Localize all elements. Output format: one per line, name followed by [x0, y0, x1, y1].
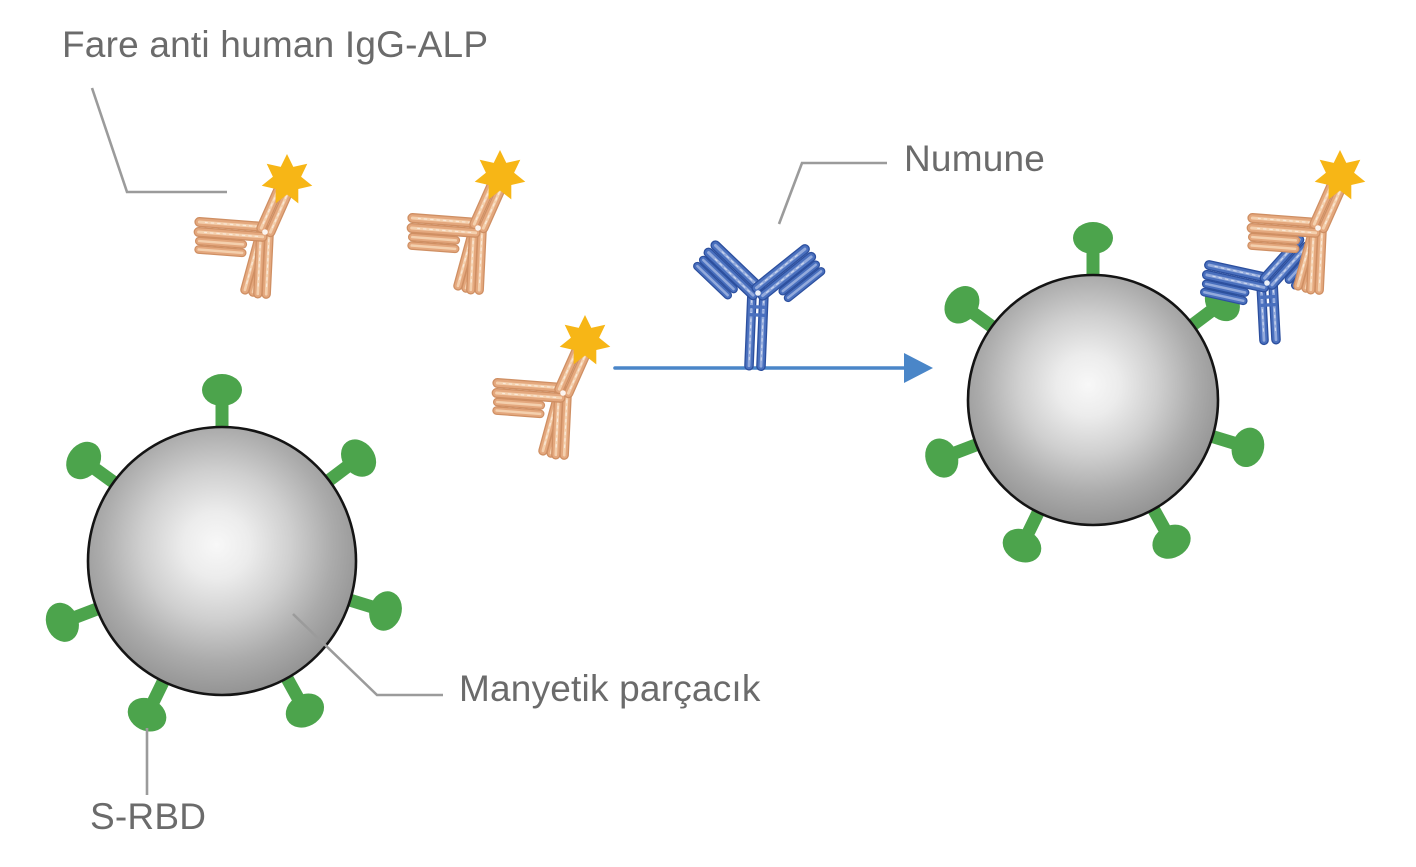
magnetic-particle-left — [45, 374, 402, 732]
reaction-arrow-icon — [613, 353, 933, 383]
magnetic-particle-icon — [966, 273, 1220, 527]
label-detection-antibody: Fare anti human IgG-ALP — [62, 24, 489, 65]
srbd-spike-icon — [276, 664, 325, 728]
leader-line-magnetic-particle — [292, 613, 443, 697]
srbd-spike-icon — [944, 286, 1005, 338]
alp-star-icon — [1314, 150, 1366, 200]
label-srbd: S-RBD — [90, 796, 207, 837]
sample-antibody-icon — [693, 240, 826, 372]
srbd-spike-icon — [316, 439, 377, 492]
label-sample: Numune — [904, 138, 1046, 179]
label-magnetic-particle: Manyetik parçacık — [459, 668, 761, 709]
alp-star-icon — [474, 150, 526, 200]
leader-line-sample — [777, 161, 887, 225]
detection-antibody-icon — [193, 154, 313, 299]
detection-antibody-icon — [406, 150, 526, 295]
magnetic-particle-icon — [86, 425, 358, 697]
alp-star-icon — [559, 315, 611, 365]
magnetic-particle-right — [925, 222, 1265, 563]
detection-antibody-icon — [491, 315, 611, 460]
srbd-spike-icon — [1143, 495, 1191, 559]
leader-line-detection-antibody — [90, 87, 227, 194]
bound-detection-antibody-icon — [1246, 150, 1366, 295]
alp-star-icon — [261, 154, 313, 204]
srbd-spike-icon — [66, 441, 127, 494]
srbd-spike-icon — [1002, 498, 1049, 563]
